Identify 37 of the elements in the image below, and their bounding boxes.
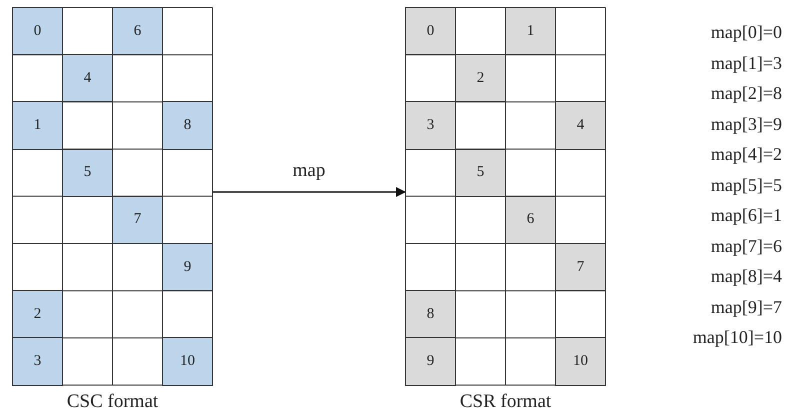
mapping-entry: map[10]=10 (692, 327, 782, 348)
edge-label: map (292, 160, 326, 182)
matrix-cell: 9 (162, 243, 213, 292)
mapping-entry: map[1]=3 (710, 52, 782, 74)
matrix-cell: 6 (505, 196, 556, 244)
mapping-entry: map[8]=4 (710, 266, 782, 287)
matrix-cell: 0 (12, 7, 63, 56)
matrix-cell: 1 (505, 7, 556, 56)
matrix-cell: 9 (405, 337, 456, 386)
matrix-cell: 7 (555, 243, 606, 292)
matrix-cell: 3 (12, 337, 63, 386)
matrix-cell: 6 (112, 7, 163, 56)
matrix-cell: 4 (555, 101, 606, 150)
matrix-cell: 8 (162, 101, 213, 150)
matrix-cell: 5 (62, 148, 113, 197)
matrix-cell: 0 (405, 7, 456, 56)
matrix-cell: 2 (455, 54, 506, 102)
mapping-entry: map[7]=6 (710, 236, 782, 256)
matrix-cell: 7 (112, 196, 163, 244)
matrix-cell: 5 (455, 148, 506, 197)
matrix-cell: 2 (12, 290, 63, 338)
matrix-cell: 3 (405, 101, 456, 150)
matrix-caption: CSC format (66, 390, 160, 413)
mapping-entry: map[4]=2 (710, 144, 782, 165)
mapping-entry: map[5]=5 (710, 174, 782, 196)
mapping-entry: map[9]=7 (710, 296, 782, 318)
mapping-entry: map[3]=9 (710, 114, 782, 134)
matrix-cell: 10 (162, 337, 213, 386)
matrix-cell: 10 (555, 337, 606, 386)
mapping-entry: map[6]=1 (710, 205, 782, 226)
matrix-cell: 4 (62, 54, 113, 102)
matrix-cell: 8 (405, 290, 456, 338)
matrix-caption: CSR format (458, 390, 552, 413)
mapping-entry: map[2]=8 (710, 83, 782, 104)
matrix-cell: 1 (12, 101, 63, 150)
mapping-entry: map[0]=0 (710, 22, 782, 43)
arrow (213, 187, 406, 197)
